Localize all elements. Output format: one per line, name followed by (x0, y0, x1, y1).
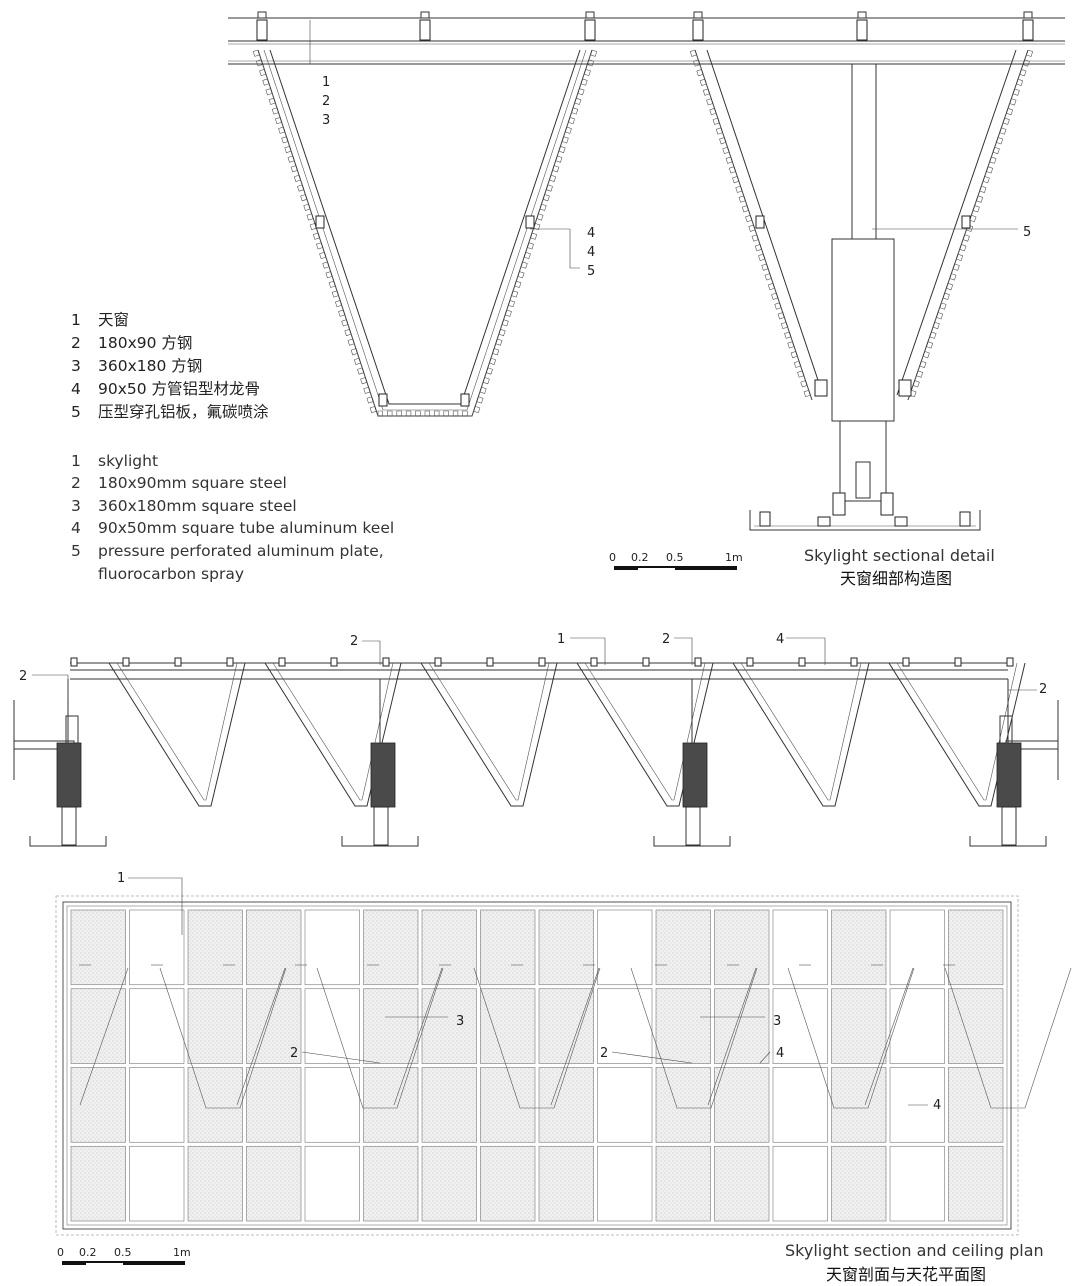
svg-text:fluorocarbon spray: fluorocarbon spray (98, 565, 244, 583)
detail-callout-4a: 4 (587, 226, 595, 241)
svg-text:0: 0 (609, 551, 616, 564)
legend: 1 天窗 2 180x90 方钢 3 360x180 方钢 4 90x50 方管… (71, 311, 394, 583)
section-v-frames (29, 657, 1047, 847)
svg-text:1: 1 (71, 311, 81, 329)
detail-callout-5b: 5 (1023, 225, 1031, 240)
svg-text:5: 5 (71, 403, 81, 421)
section-callout-2-left: 2 (19, 669, 27, 684)
svg-text:360x180 方钢: 360x180 方钢 (98, 357, 202, 375)
svg-text:360x180mm square steel: 360x180mm square steel (98, 497, 297, 515)
plan-callout-4-b: 4 (933, 1098, 941, 1113)
section-callout-2-b: 2 (662, 632, 670, 647)
perforated-plate-profile (252, 49, 598, 417)
detail-callout-4b: 4 (587, 245, 595, 260)
plan-scale-bar: 0 0.2 0.5 1m (57, 1246, 191, 1265)
detail-scale-bar: 0 0.2 0.5 1m (609, 551, 743, 570)
svg-text:5: 5 (71, 542, 81, 560)
svg-text:0.2: 0.2 (79, 1246, 97, 1259)
skylight-section: 2 2 1 2 4 2 (13, 632, 1059, 847)
svg-text:skylight: skylight (98, 452, 158, 470)
svg-text:0.5: 0.5 (666, 551, 684, 564)
plan-callout-3-b: 3 (773, 1014, 781, 1029)
roof-brackets (256, 11, 1034, 41)
svg-text:1m: 1m (173, 1246, 191, 1259)
plan-callout-2-a: 2 (290, 1046, 298, 1061)
svg-text:1m: 1m (725, 551, 743, 564)
detail-callout-3: 3 (322, 113, 330, 128)
section-callout-2-right: 2 (1039, 682, 1047, 697)
section-callout-2-a: 2 (350, 634, 358, 649)
svg-text:天窗: 天窗 (98, 311, 129, 329)
svg-text:1: 1 (71, 452, 81, 470)
skylight-sectional-detail: 1 2 3 4 4 5 5 0 0.2 0.5 1m Skylight sect… (228, 11, 1065, 588)
svg-text:3: 3 (71, 357, 81, 375)
svg-text:90x50 方管铝型材龙骨: 90x50 方管铝型材龙骨 (98, 380, 260, 398)
svg-text:90x50mm square tube aluminum k: 90x50mm square tube aluminum keel (98, 519, 394, 537)
svg-text:3: 3 (71, 497, 81, 515)
detail-callout-1: 1 (322, 75, 330, 90)
plan-v-overlay (79, 967, 1072, 1109)
plan-callout-2-b: 2 (600, 1046, 608, 1061)
svg-text:压型穿孔铝板，氟碳喷涂: 压型穿孔铝板，氟碳喷涂 (98, 403, 269, 421)
left-v-section (252, 20, 598, 417)
section-callout-4: 4 (776, 632, 784, 647)
svg-text:0.5: 0.5 (114, 1246, 132, 1259)
detail-caption-cn: 天窗细部构造图 (840, 569, 952, 588)
detail-callout-2: 2 (322, 94, 330, 109)
svg-text:2: 2 (71, 334, 81, 352)
detail-callout-5a: 5 (587, 264, 595, 279)
svg-text:180x90 方钢: 180x90 方钢 (98, 334, 192, 352)
svg-text:4: 4 (71, 519, 81, 537)
plan-callout-1: 1 (117, 871, 125, 886)
legend-en: 1 skylight 2 180x90mm square steel 3 360… (71, 452, 394, 583)
section-callout-1: 1 (557, 632, 565, 647)
plan-callout-3-a: 3 (456, 1014, 464, 1029)
svg-text:180x90mm square steel: 180x90mm square steel (98, 474, 287, 492)
perforated-plate-profile-right (689, 49, 1034, 401)
ceiling-panels (70, 909, 1004, 1222)
svg-text:4: 4 (71, 380, 81, 398)
ceiling-plan: 1 3 2 3 2 4 4 0 0.2 0.5 1m Skylight sect… (55, 871, 1072, 1284)
plan-callout-4-a: 4 (776, 1046, 784, 1061)
legend-cn: 1 天窗 2 180x90 方钢 3 360x180 方钢 4 90x50 方管… (71, 311, 269, 421)
ceiling-tray (749, 510, 981, 531)
steel-column (814, 63, 912, 516)
plan-caption-en: Skylight section and ceiling plan (785, 1241, 1044, 1260)
svg-text:0: 0 (57, 1246, 64, 1259)
svg-text:0.2: 0.2 (631, 551, 649, 564)
detail-caption-en: Skylight sectional detail (804, 546, 995, 565)
svg-text:pressure perforated aluminum p: pressure perforated aluminum plate, (98, 542, 384, 560)
svg-text:2: 2 (71, 474, 81, 492)
right-v-section (689, 49, 1034, 401)
plan-caption-cn: 天窗剖面与天花平面图 (826, 1265, 986, 1284)
